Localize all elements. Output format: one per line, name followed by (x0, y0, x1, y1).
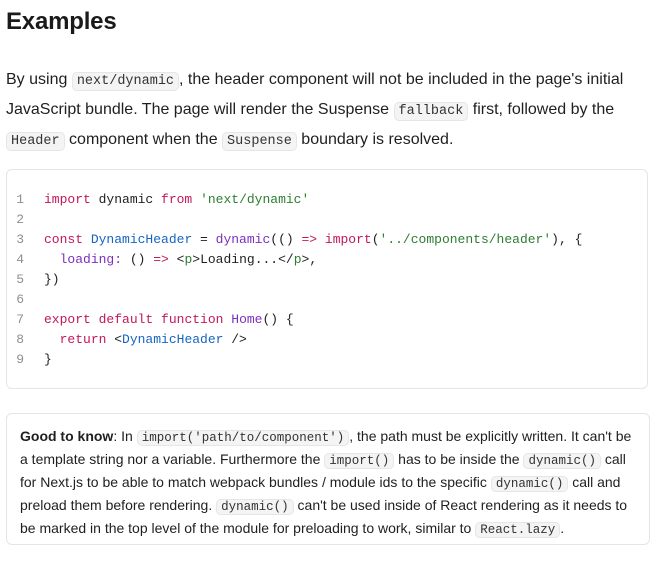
inline-code: Header (6, 132, 65, 151)
token: ( (371, 232, 380, 247)
token: < (168, 252, 185, 267)
token: () { (262, 312, 294, 327)
section-heading: Examples (6, 8, 117, 35)
token: >, (301, 252, 318, 267)
token: function (161, 312, 224, 327)
token: /> (223, 332, 247, 347)
token (44, 332, 60, 347)
inline-code: Suspense (222, 132, 297, 151)
token: p (293, 252, 302, 267)
token: Home (231, 312, 263, 327)
line-number: 4 (16, 252, 24, 267)
line-number: 3 (16, 232, 24, 247)
text: call and preload them before rendering. (20, 474, 621, 513)
token: >Loading...</ (192, 252, 294, 267)
inline-code: import() (324, 453, 395, 469)
text: boundary is resolved. (296, 131, 454, 148)
line-number: 6 (16, 292, 24, 307)
line-number: 5 (16, 272, 24, 287)
token: 'next/dynamic' (200, 192, 310, 207)
line-number: 9 (16, 352, 24, 367)
token: from (161, 192, 193, 207)
token (83, 232, 91, 247)
token (44, 252, 60, 267)
line-number: 8 (16, 332, 24, 347)
token: dynamic (215, 232, 271, 247)
token: export (44, 312, 91, 327)
token: => (301, 232, 318, 247)
token: import (324, 232, 372, 247)
token: '../components/header' (379, 232, 552, 247)
token: return (59, 332, 107, 347)
inline-code: next/dynamic (71, 72, 180, 91)
code-line: 1 import dynamic from 'next/dynamic' (7, 190, 647, 210)
token (317, 232, 325, 247)
token: => (153, 252, 169, 267)
token (192, 192, 200, 207)
code-line: 9 } (7, 350, 647, 370)
code-line: 8 return <DynamicHeader /> (7, 330, 647, 350)
line-number: 2 (16, 212, 24, 227)
text: . (560, 520, 565, 536)
code-line: 7 export default function Home() { (7, 310, 647, 330)
token: < (106, 332, 123, 347)
token (91, 312, 99, 327)
text: component when the (64, 131, 223, 148)
token: (() (270, 232, 302, 247)
token: loading: (59, 252, 123, 267)
token: const (44, 232, 84, 247)
token (153, 312, 161, 327)
line-number: 1 (16, 192, 24, 207)
text: first, followed by the (468, 101, 615, 118)
callout-label: Good to know (20, 428, 114, 444)
line-number: 7 (16, 312, 24, 327)
inline-code: dynamic() (523, 453, 601, 469)
token: dynamic (90, 192, 162, 207)
token: () (122, 252, 154, 267)
text: call for Next.js to be able to match web… (20, 451, 626, 490)
text: : In (113, 428, 137, 444)
token: p (184, 252, 193, 267)
code-lines: 1 import dynamic from 'next/dynamic' 2 3… (7, 190, 647, 370)
token: ), { (551, 232, 583, 247)
inline-code: React.lazy (475, 522, 561, 538)
code-line: 3 const DynamicHeader = dynamic(() => im… (7, 230, 647, 250)
token: DynamicHeader (122, 332, 224, 347)
good-to-know-callout: Good to know: In import('path/to/compone… (6, 413, 650, 545)
code-block[interactable]: 1 import dynamic from 'next/dynamic' 2 3… (6, 169, 648, 389)
token: DynamicHeader (90, 232, 193, 247)
text: , the path must be explicitly written. I… (20, 428, 632, 467)
code-line: 5 }) (7, 270, 647, 290)
text: , the header component will not be inclu… (6, 71, 624, 118)
text: By using (6, 71, 72, 88)
code-line: 6 (7, 290, 647, 310)
token: default (98, 312, 154, 327)
token: }) (44, 272, 60, 287)
intro-paragraph: By using next/dynamic, the header compon… (6, 66, 654, 156)
text: can't be used inside of React rendering … (20, 497, 628, 536)
text: has to be inside the (394, 451, 524, 467)
token: = (192, 232, 216, 247)
inline-code: dynamic() (216, 499, 294, 515)
token: import (44, 192, 91, 207)
token: } (44, 352, 52, 367)
code-line: 4 loading: () => <p>Loading...</p>, (7, 250, 647, 270)
inline-code: dynamic() (490, 476, 569, 492)
code-line: 2 (7, 210, 647, 230)
inline-code: import('path/to/component') (136, 430, 350, 446)
inline-code: fallback (393, 102, 469, 121)
